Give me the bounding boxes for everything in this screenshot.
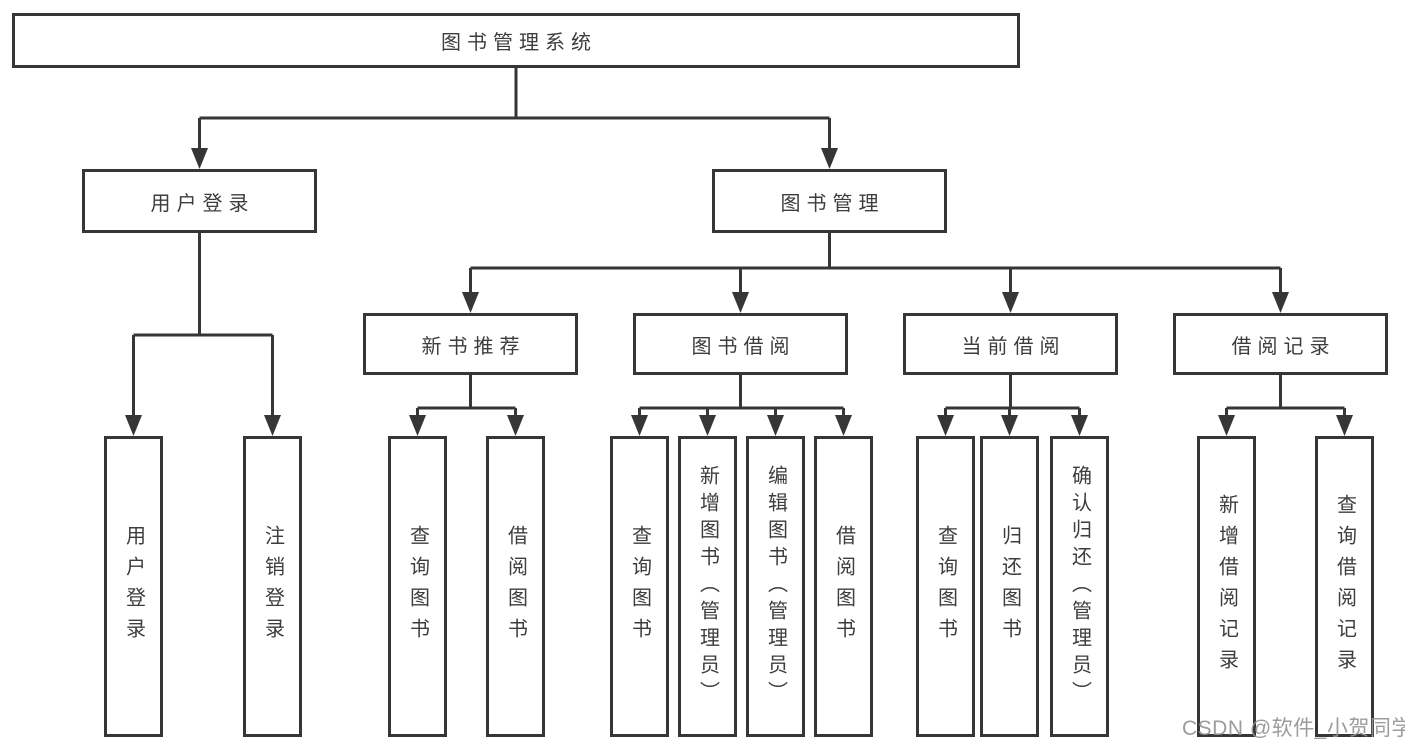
- node-book-management-branch: 图书管理: [712, 169, 947, 233]
- node-borrowing-records: 借阅记录: [1173, 313, 1388, 375]
- leaf-br-query-record: 查询借阅记录: [1315, 436, 1374, 737]
- node-user-login-branch: 用户登录: [82, 169, 317, 233]
- leaf-br-add-record: 新增借阅记录: [1197, 436, 1256, 737]
- node-label: 图书管理系统: [441, 32, 597, 54]
- leaf-label: 查询图书: [628, 524, 651, 649]
- leaf-label: 归还图书: [998, 524, 1021, 649]
- node-label: 当前借阅: [961, 335, 1066, 358]
- node-label: 新书推荐: [421, 335, 526, 358]
- node-system-root: 图书管理系统: [12, 13, 1020, 68]
- leaf-label: 确认归还（管理员）: [1068, 465, 1091, 708]
- leaf-bb-add-book-admin: 新增图书（管理员）: [678, 436, 737, 737]
- leaf-label: 新增借阅记录: [1215, 493, 1238, 680]
- leaf-bb-edit-book-admin: 编辑图书（管理员）: [746, 436, 805, 737]
- leaf-cb-query-book: 查询图书: [916, 436, 975, 737]
- leaf-label: 查询图书: [934, 524, 957, 649]
- leaf-label: 用户登录: [122, 524, 145, 649]
- leaf-cb-confirm-return-admin: 确认归还（管理员）: [1050, 436, 1109, 737]
- leaf-nbr-borrow-book: 借阅图书: [486, 436, 545, 737]
- leaf-user-login: 用户登录: [104, 436, 163, 737]
- leaf-label: 查询借阅记录: [1333, 493, 1356, 680]
- leaf-label: 新增图书（管理员）: [696, 465, 719, 708]
- node-label: 图书借阅: [691, 335, 796, 358]
- node-book-borrowing: 图书借阅: [633, 313, 848, 375]
- node-label: 用户登录: [150, 192, 255, 215]
- leaf-bb-borrow-book: 借阅图书: [814, 436, 873, 737]
- leaf-label: 借阅图书: [504, 524, 527, 649]
- node-new-book-recommendation: 新书推荐: [363, 313, 578, 375]
- node-current-borrowing: 当前借阅: [903, 313, 1118, 375]
- node-label: 借阅记录: [1231, 335, 1336, 358]
- leaf-bb-query-book: 查询图书: [610, 436, 669, 737]
- leaf-nbr-query-book: 查询图书: [388, 436, 447, 737]
- leaf-label: 查询图书: [406, 524, 429, 649]
- leaf-cb-return-book: 归还图书: [980, 436, 1039, 737]
- watermark-csdn: CSDN @软件_小贺同学: [1182, 717, 1405, 740]
- leaf-logout: 注销登录: [243, 436, 302, 737]
- leaf-label: 编辑图书（管理员）: [764, 465, 787, 708]
- leaf-label: 注销登录: [261, 524, 284, 649]
- node-label: 图书管理: [780, 192, 885, 215]
- leaf-label: 借阅图书: [832, 524, 855, 649]
